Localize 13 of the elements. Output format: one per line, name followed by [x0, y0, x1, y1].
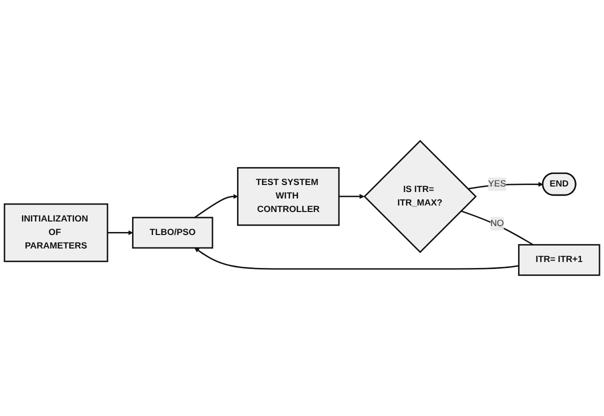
arrow: [194, 248, 519, 270]
edge-label: NO: [490, 218, 504, 228]
node-box: ITR= ITR+1: [518, 244, 600, 276]
arrow: [338, 194, 364, 199]
arrow: [468, 182, 544, 190]
node-box: TEST SYSTEM WITH CONTROLLER: [237, 167, 340, 226]
node-diamond: IS ITR= ITR_MAX?: [364, 140, 477, 254]
arrow: [108, 230, 133, 236]
node-box: TLBO/PSO: [132, 216, 214, 249]
connector: [460, 210, 534, 246]
arrow: [194, 194, 238, 218]
node-box: INITIALIZATION OF PARAMETERS: [4, 203, 108, 262]
edge-label: YES: [488, 179, 506, 189]
